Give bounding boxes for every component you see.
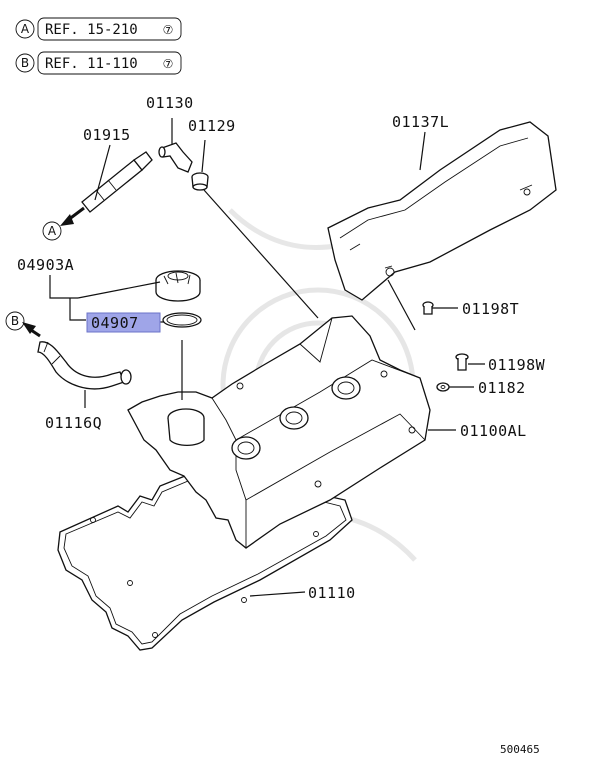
oil-filler-cap-04903a[interactable] bbox=[155, 270, 201, 302]
label-01915[interactable]: 01915 bbox=[83, 126, 131, 144]
marker-b: B bbox=[11, 314, 19, 328]
svg-text:B: B bbox=[21, 56, 29, 70]
label-01198t[interactable]: 01198T bbox=[462, 300, 519, 318]
engine-cover-01137l[interactable] bbox=[327, 121, 557, 301]
breather-hose-01915[interactable] bbox=[81, 151, 153, 213]
label-01198w[interactable]: 01198W bbox=[488, 356, 546, 374]
label-01116q[interactable]: 01116Q bbox=[45, 414, 102, 432]
reference-b-text: REF. 11-110 bbox=[45, 56, 138, 72]
washer-01182[interactable] bbox=[436, 382, 450, 392]
grommet-01129[interactable] bbox=[191, 172, 209, 191]
pcv-fitting-01130[interactable] bbox=[158, 142, 193, 173]
ventilation-hose-01116q[interactable] bbox=[37, 341, 132, 390]
reference-a[interactable]: A REF. 15-210 ⑦ bbox=[15, 17, 182, 41]
rocker-cover-01100al[interactable] bbox=[127, 315, 431, 549]
arrow-to-a: A bbox=[42, 206, 85, 241]
svg-text:⑦: ⑦ bbox=[163, 23, 174, 37]
label-04907: 04907 bbox=[91, 314, 139, 332]
label-01137l[interactable]: 01137L bbox=[392, 113, 449, 131]
label-01110[interactable]: 01110 bbox=[308, 584, 356, 602]
figure-number: 500465 bbox=[500, 743, 540, 756]
label-01100al[interactable]: 01100AL bbox=[460, 422, 527, 440]
label-04903a[interactable]: 04903A bbox=[17, 256, 74, 274]
bolt-01198w[interactable] bbox=[455, 353, 469, 371]
svg-text:A: A bbox=[21, 22, 30, 36]
leader-lines bbox=[49, 118, 485, 597]
marker-a: A bbox=[48, 224, 57, 238]
cap-gasket-04907[interactable] bbox=[162, 312, 202, 328]
reference-a-text: REF. 15-210 bbox=[45, 22, 138, 38]
arrow-to-b: B bbox=[5, 311, 41, 338]
svg-text:⑦: ⑦ bbox=[163, 57, 174, 71]
label-01130[interactable]: 01130 bbox=[146, 94, 194, 112]
label-01129[interactable]: 01129 bbox=[188, 117, 236, 135]
reference-b[interactable]: B REF. 11-110 ⑦ bbox=[15, 51, 182, 75]
bolt-01198t[interactable] bbox=[422, 301, 434, 315]
highlight-04907[interactable]: 04907 bbox=[86, 312, 161, 333]
label-01182[interactable]: 01182 bbox=[478, 379, 526, 397]
